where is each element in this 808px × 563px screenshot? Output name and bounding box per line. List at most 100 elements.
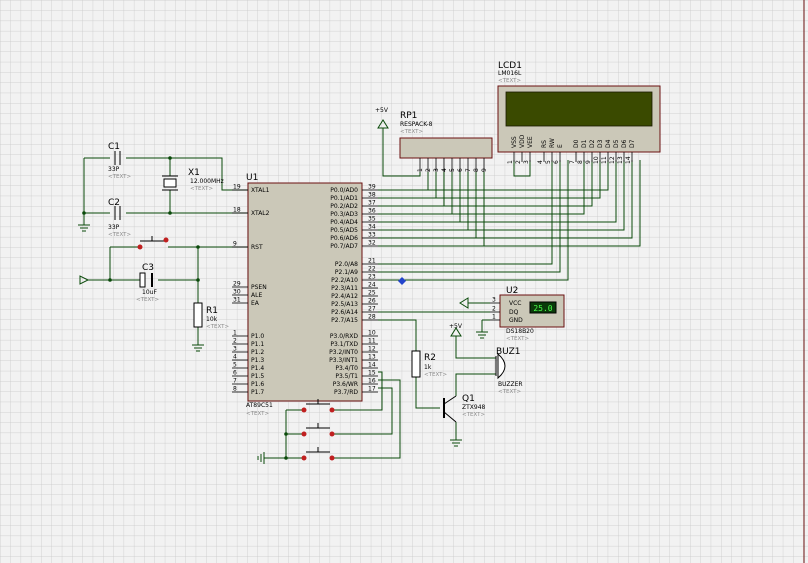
x1-crystal[interactable]: X1 12.000MHz <TEXT> [162,168,224,192]
power-terminal-buzzer: +5V [449,323,463,337]
power-label: +5V [449,323,463,330]
c2-text: <TEXT> [108,232,131,238]
u1-pin-name: P0.2/AD2 [330,203,358,210]
u1-pin-name: P3.5/T1 [335,373,358,380]
buz1-buzzer[interactable]: BUZ1 BUZZER <TEXT> [495,347,523,395]
u1-pin-number: 38 [368,192,376,199]
c1-text: <TEXT> [108,174,131,180]
u1-pin-name: RST [251,244,263,251]
rp1-pin-4: 4 [441,158,448,172]
lcd1-screen [505,91,653,127]
lcd1-pin-name: D2 [589,139,596,148]
u1-pin-name: ALE [251,292,262,299]
q1-text: <TEXT> [462,412,485,418]
u1-pin-name: XTAL2 [251,210,270,217]
c2-ref: C2 [108,198,120,208]
rp1-pin-number: 6 [457,168,464,172]
u1-pin-name: P0.6/AD6 [330,235,358,242]
lcd1-pin-name: D4 [605,139,612,148]
u1-pin-number: 30 [233,289,241,296]
q1-transistor[interactable]: Q1 ZTX948 <TEXT> [443,394,486,423]
u1-pin-number: 14 [368,362,376,369]
q1-ref: Q1 [462,394,475,404]
lcd1-pin-9: D29 [585,139,596,164]
u1-pin-number: 16 [368,378,376,385]
c2-capacitor[interactable]: C2 33P <TEXT> [108,198,131,238]
u1-pin-name: P1.4 [251,365,264,372]
u1-pin-number: 27 [368,306,376,313]
u1-pin-number: 17 [368,386,376,393]
c3-text: <TEXT> [136,297,159,303]
lcd1-pin-number: 5 [545,160,552,164]
reset-button[interactable] [137,236,169,250]
u1-pin-name: P2.1/A9 [335,269,358,276]
r1-text: <TEXT> [206,324,229,330]
rp1-pin-7: 7 [465,158,472,172]
u1-pin-35: 35 P0.4/AD4 [330,216,378,226]
u1-pin-number: 12 [368,346,376,353]
rp1-pin-9: 9 [481,158,488,172]
u1-pin-number: 36 [368,208,376,215]
buz1-part: BUZZER [498,381,523,388]
u1-pin-number: 15 [368,370,376,377]
u1-right-pins: 39P0.0/AD038P0.1/AD137P0.2/AD236P0.3/AD3… [329,184,378,396]
u1-pin-15: 15 P3.5/T1 [335,370,378,380]
u1-pin-name: P2.3/A11 [331,285,358,292]
r1-ref: R1 [206,306,218,316]
r2-resistor[interactable]: R2 1k <TEXT> [411,350,447,378]
rp1-pin-number: 5 [449,168,456,172]
u2-text: <TEXT> [506,336,529,342]
rp1-pin-3: 3 [433,158,440,172]
rp1-ref: RP1 [400,111,417,121]
rp1-part: RESPACK-8 [400,121,433,128]
lcd1-pin-number: 1 [507,160,514,164]
rp1-pin-2: 2 [425,158,432,172]
push-button-1[interactable] [301,399,335,413]
dq-terminal [459,297,469,309]
c3-capacitor[interactable]: C3 10uF <TEXT> [136,263,159,303]
u1-pin-name: P1.7 [251,389,264,396]
u1-pin-38: 38 P0.1/AD1 [330,192,378,202]
lcd1-ref: LCD1 [498,61,522,71]
u1-pin-number: 21 [368,258,376,265]
junctions [82,156,288,460]
rp1-pin-number: 1 [417,168,424,172]
push-button-2[interactable] [301,423,335,437]
c1-ref: C1 [108,142,120,152]
u2-pin-name: VCC [509,300,521,307]
u1-pin-name: P0.7/AD7 [330,243,358,250]
u1-pin-name: P1.0 [251,333,264,340]
u1-pin-number: 3 [233,346,237,353]
lcd1-pin-name: RW [549,138,556,148]
lcd1-display[interactable]: LCD1 LM016L <TEXT> VSS1VDD2VEE3RS4RW5E6D… [497,61,661,164]
c1-capacitor[interactable]: C1 33P <TEXT> [108,142,131,180]
u1-pin-number: 37 [368,200,376,207]
lcd1-pin-name: E [557,144,564,148]
push-button-3[interactable] [301,447,335,461]
u1-pin-number: 11 [368,338,376,345]
u2-pin-number: 1 [492,314,496,321]
u1-pin-name: P0.5/AD5 [330,227,358,234]
u1-pin-name: P2.7/A15 [331,317,358,324]
u1-pin-name: P0.4/AD4 [330,219,358,226]
r1-resistor[interactable]: R1 10k <TEXT> [193,302,229,330]
u1-pin-name: P0.1/AD1 [330,195,358,202]
u1-pin-number: 35 [368,216,376,223]
lcd1-text: <TEXT> [498,78,521,84]
